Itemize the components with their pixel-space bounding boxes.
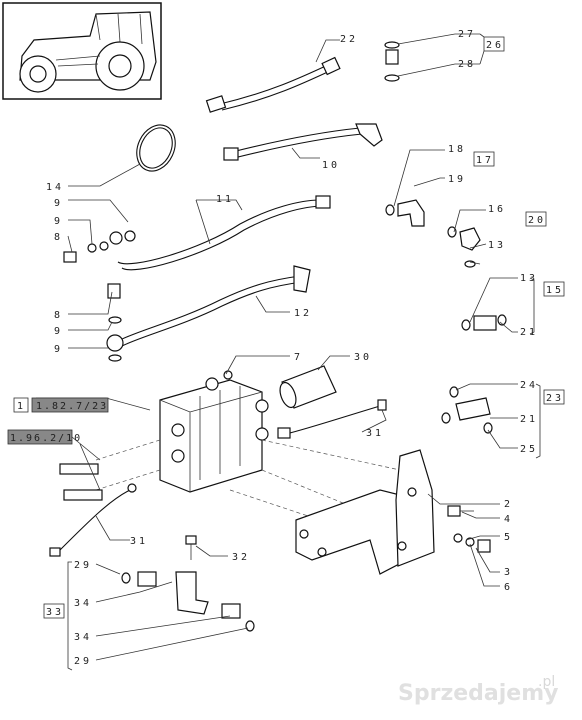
callout-20: 20 — [528, 215, 546, 226]
callout-12: 12 — [294, 308, 312, 319]
fitting-26 — [384, 41, 400, 82]
callout-22: 22 — [340, 34, 358, 45]
control-valve-block — [159, 370, 269, 493]
ref-1-number: 1 — [17, 401, 26, 412]
hose-22 — [205, 56, 341, 113]
fitting-15 — [461, 314, 507, 331]
reference-labels: 1 1.82.7/23 1.96.2/10 — [10, 401, 108, 444]
callout-4: 4 — [504, 514, 513, 525]
watermark: Sprzedajemy .pl — [398, 674, 559, 706]
callout-21-upper: 21 — [520, 327, 538, 338]
callout-19: 19 — [448, 174, 466, 185]
watermark-brand: Sprzedajemy — [398, 681, 559, 706]
callout-11: 11 — [216, 194, 234, 205]
callout-25: 25 — [520, 444, 538, 455]
callout-10: 10 — [322, 160, 340, 171]
fitting-17 — [385, 199, 425, 227]
callout-9-top: 9 — [54, 198, 63, 209]
callout-28: 28 — [458, 59, 476, 70]
callout-23: 23 — [546, 393, 564, 404]
callout-7: 7 — [294, 352, 303, 363]
ref-2-code: 1.96.2/10 — [10, 433, 82, 444]
callout-31-left: 31 — [130, 536, 148, 547]
callout-8-lower: 8 — [54, 310, 63, 321]
callout-34-bottom: 34 — [74, 632, 92, 643]
callout-14: 14 — [46, 182, 64, 193]
callout-26: 26 — [486, 40, 504, 51]
callout-34-top: 34 — [74, 598, 92, 609]
ref-1-code: 1.82.7/23 — [36, 401, 108, 412]
callout-29-top: 29 — [74, 560, 92, 571]
callout-32: 32 — [232, 552, 250, 563]
callout-18: 18 — [448, 144, 466, 155]
callout-30: 30 — [354, 352, 372, 363]
hose-10 — [223, 123, 383, 161]
callout-8-top: 8 — [54, 232, 63, 243]
callout-2: 2 — [504, 499, 513, 510]
tractor-thumbnail — [2, 2, 162, 100]
callout-24: 24 — [520, 380, 538, 391]
callout-29-bottom: 29 — [74, 656, 92, 667]
mounting-bracket — [295, 449, 435, 575]
tee-fitting-33 — [121, 571, 255, 632]
hose-11 — [63, 195, 331, 271]
callout-9-third: 9 — [54, 326, 63, 337]
leader-lines — [7, 33, 565, 671]
callout-27: 27 — [458, 29, 476, 40]
callout-16: 16 — [488, 204, 506, 215]
callout-17: 17 — [476, 155, 494, 166]
callout-13-lower: 13 — [520, 273, 538, 284]
callout-21-lower: 21 — [520, 414, 538, 425]
callout-9-fourth: 9 — [54, 344, 63, 355]
bolt-32 — [185, 535, 197, 560]
bolt-set — [447, 505, 491, 553]
callout-3: 3 — [504, 567, 513, 578]
fitting-20 — [447, 226, 481, 268]
sleeve-30 — [279, 365, 337, 409]
watermark-suffix: .pl — [538, 674, 555, 690]
clamp-14 — [136, 124, 176, 172]
callout-5: 5 — [504, 532, 513, 543]
callout-15: 15 — [546, 285, 564, 296]
callout-9-second: 9 — [54, 216, 63, 227]
callout-13-upper: 13 — [488, 240, 506, 251]
left-sensors — [49, 463, 137, 557]
callout-31-right: 31 — [366, 428, 384, 439]
hose-12 — [106, 265, 311, 362]
callout-labels: 22 27 26 28 14 10 18 17 19 11 9 9 8 16 2… — [46, 29, 564, 667]
fitting-23 — [441, 386, 493, 434]
callout-6: 6 — [504, 582, 513, 593]
callout-33: 33 — [46, 607, 64, 618]
